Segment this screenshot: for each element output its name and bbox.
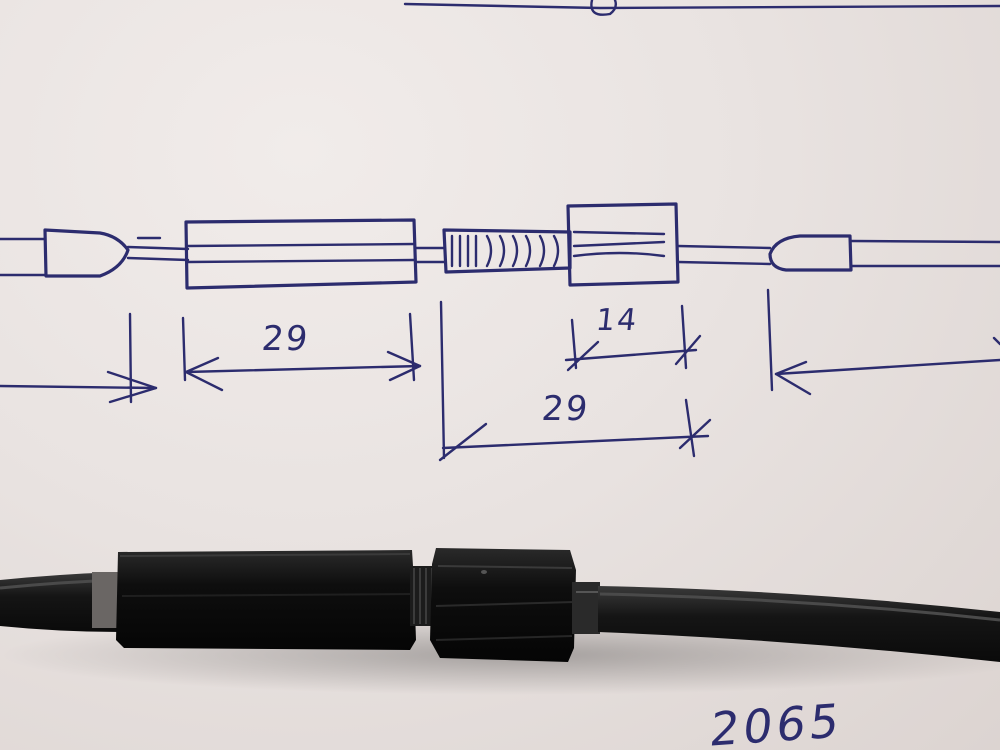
dimension-left-edge [0,312,158,404]
corner-number: 2065 [707,693,846,750]
left-sleeve-drawing [184,218,418,290]
top-line [403,0,1000,16]
dimension-adjuster-total [438,300,712,462]
left-cable-drawing [0,228,190,278]
dim-label-adjuster-total: 29 [539,389,592,429]
photo-cable-assembly [0,548,1000,695]
dimension-left-sleeve [181,312,422,392]
dim-label-left-sleeve: 29 [259,319,312,359]
right-cable-drawing [768,234,1000,272]
adjuster-drawing [414,202,772,287]
dimension-adjuster-barrel [564,304,702,372]
dimension-right-edge [766,288,1000,396]
dim-label-adjuster-barrel: 14 [594,303,641,338]
